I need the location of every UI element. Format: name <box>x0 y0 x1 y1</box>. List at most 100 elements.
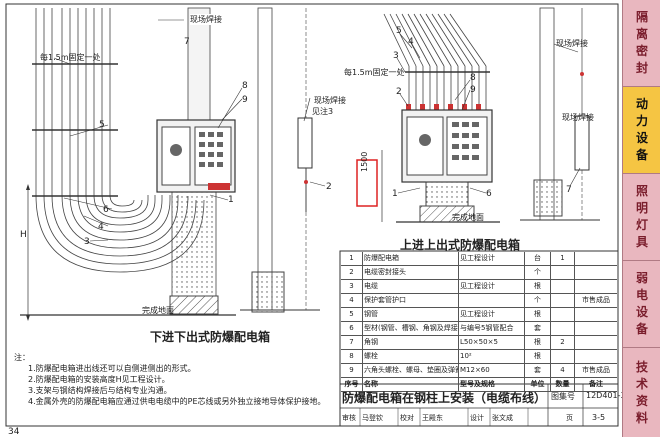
table-cell: 个 <box>525 266 551 279</box>
note-line: 4.金属外壳的防爆配电箱应通过供电电缆中的PE芯线或另外独立接地导体保护接地。 <box>28 397 326 406</box>
left-side-base <box>251 271 285 313</box>
drawing-canvas: 7 8 9 5 6 4 3 1 2 <box>5 3 619 427</box>
right-distribution-box <box>401 109 493 183</box>
table-cell: 9 <box>341 364 363 377</box>
right-fix-label: 每1.5m固定一处 <box>344 68 405 77</box>
table-cell: 电缆 <box>363 280 459 293</box>
tab-isolation-seal[interactable]: 隔离密封 <box>635 10 648 75</box>
table-cell: 见工程设计 <box>459 280 525 293</box>
table-cell: 备注 <box>589 380 603 388</box>
right-weld-label: 现场焊接 <box>556 39 588 48</box>
table-cell: 角钢 <box>363 336 459 349</box>
review-label: 审核 <box>342 414 356 422</box>
table-cell: 4 <box>341 294 363 307</box>
table-cell: 1 <box>341 252 363 265</box>
right-box-side-view <box>574 115 590 171</box>
table-cell: 1 <box>551 252 575 265</box>
table-cell: 8 <box>341 350 363 363</box>
right-callout-2: 2 <box>396 87 402 97</box>
table-cell: 电缆密封接头 <box>363 266 459 279</box>
page-number: 34 <box>8 427 20 437</box>
right-callout-1: 1 <box>392 189 398 199</box>
left-callout-6: 6 <box>103 205 109 215</box>
table-cell: 套 <box>525 322 551 335</box>
left-column-base <box>171 189 217 297</box>
right-callout-9: 9 <box>470 85 476 95</box>
right-column-base <box>425 181 469 207</box>
review-name: 马登钦 <box>362 414 383 422</box>
design-label: 设计 <box>470 414 484 422</box>
tab-low-voltage[interactable]: 弱电设备 <box>635 271 648 336</box>
left-callout-5: 5 <box>99 120 105 130</box>
table-cell: 型材(钢管、槽钢、角钢及焊接钢管) <box>363 322 459 335</box>
notes-heading: 注： <box>14 353 30 362</box>
note-line: 3.支架与钢结构焊接后与结构专业沟通。 <box>28 386 172 395</box>
table-cell: 6 <box>341 322 363 335</box>
left-callout-7: 7 <box>184 37 190 47</box>
table-cell <box>551 308 575 321</box>
right-callout-6: 6 <box>486 189 492 199</box>
design-name: 张文成 <box>492 414 513 422</box>
left-fix-label: 每1.5m固定一处 <box>40 53 101 62</box>
left-callouts: 7 8 9 5 6 4 3 1 2 <box>84 37 332 247</box>
left-fix-bands <box>32 63 118 197</box>
right-figure-title: 上进上出式防爆配电箱 <box>400 238 521 252</box>
table-cell: 5 <box>341 308 363 321</box>
table-cell: 与编号5钢管配合 <box>459 322 525 335</box>
table-cell <box>575 252 617 265</box>
table-cell: 型号及规格 <box>459 378 525 391</box>
tab-power-equipment[interactable]: 动力设备 <box>623 87 660 173</box>
right-floor-label: 完成地面 <box>452 213 484 222</box>
table-cell: 根 <box>525 280 551 293</box>
page-label: 页 <box>566 414 573 422</box>
materials-table <box>339 250 619 397</box>
table-cell <box>551 322 575 335</box>
table-cell <box>575 308 617 321</box>
table-cell <box>551 294 575 307</box>
table-cell <box>575 322 617 335</box>
left-weld-label: 现场焊接 <box>190 14 222 25</box>
table-cell: 保护套管护口 <box>363 294 459 307</box>
right-callout-7: 7 <box>566 185 572 195</box>
table-cell <box>551 266 575 279</box>
left-floor-label: 完成地面 <box>142 306 174 315</box>
table-cell: 钢管 <box>363 308 459 321</box>
table-cell <box>575 266 617 279</box>
right-leader-lines <box>396 33 581 194</box>
left-weld-label-2: 现场焊接 <box>314 96 346 105</box>
check-label: 校对 <box>400 414 414 422</box>
table-cell: 见工程设计 <box>459 252 525 265</box>
right-callout-5: 5 <box>396 26 402 36</box>
table-cell: 2 <box>551 336 575 349</box>
table-cell: 防爆配电箱 <box>363 252 459 265</box>
table-cell: 根 <box>525 308 551 321</box>
table-cell <box>459 294 525 307</box>
category-tabs: 隔离密封 动力设备 照明灯具 弱电设备 技术资料 <box>622 0 660 437</box>
tab-technical-data[interactable]: 技术资料 <box>635 359 648 425</box>
left-figure: 7 8 9 5 6 4 3 1 2 <box>20 7 332 321</box>
right-callout-3: 3 <box>393 51 399 61</box>
notes-block: 注： 1.防爆配电箱进出线还可以自侧进侧出的形式。 2.防爆配电箱的安装高度H见… <box>14 352 344 407</box>
page-no: 3-5 <box>592 413 606 422</box>
left-callout-2: 2 <box>326 182 332 192</box>
note-line: 1.防爆配电箱进出线还可以自侧进侧出的形式。 <box>28 364 196 373</box>
table-cell <box>575 336 617 349</box>
table-cell: 2 <box>341 266 363 279</box>
table-cell <box>551 280 575 293</box>
left-callout-4: 4 <box>98 222 104 232</box>
right-dim-1500: 1500 <box>360 151 369 172</box>
table-cell: 根 <box>525 336 551 349</box>
left-distribution-box <box>156 119 236 193</box>
left-see-note: 见注3 <box>312 107 334 116</box>
left-dim-h: H <box>20 230 27 240</box>
left-callout-1: 1 <box>228 195 234 205</box>
tab-lighting[interactable]: 照明灯具 <box>635 184 648 249</box>
table-cell <box>575 350 617 363</box>
